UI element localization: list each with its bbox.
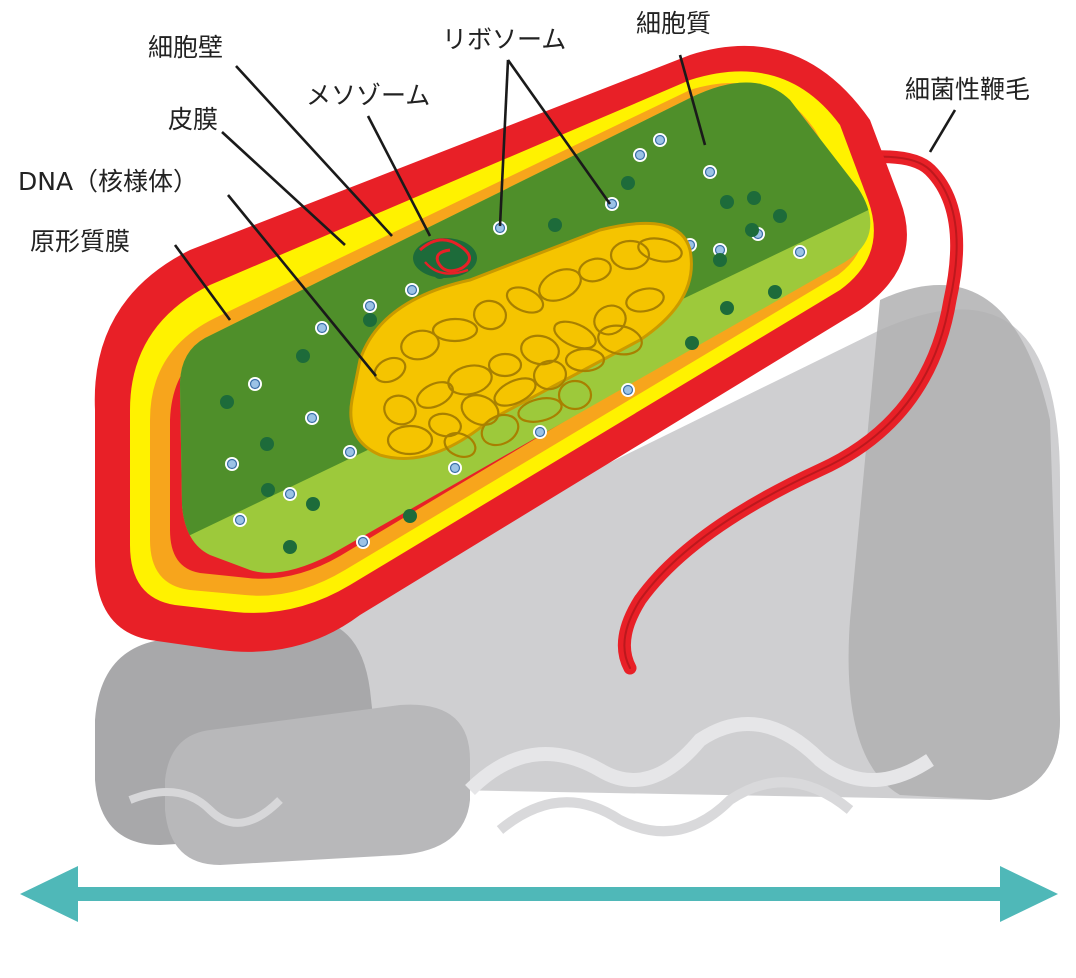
granule (720, 195, 734, 209)
granule (747, 191, 761, 205)
scale-arrow-head-left (20, 866, 78, 922)
ribosome-core (451, 464, 460, 473)
granule (768, 285, 782, 299)
granule (403, 509, 417, 523)
granule (720, 301, 734, 315)
ribosome-core (308, 414, 317, 423)
granule (363, 313, 377, 327)
scale-arrow-shaft (60, 887, 1020, 901)
label-capsule: 皮膜 (168, 105, 218, 134)
granule (621, 176, 635, 190)
ribosome-core (236, 516, 245, 525)
label-plasma-membrane: 原形質膜 (30, 227, 130, 256)
granule (260, 437, 274, 451)
label-cytoplasm: 細胞質 (636, 9, 711, 38)
label-flagellum: 細菌性鞭毛 (905, 75, 1030, 104)
mesosome-body (413, 238, 477, 278)
granule (261, 483, 275, 497)
ribosome-core (408, 286, 417, 295)
label-ribosome: リボソーム (442, 25, 566, 54)
ribosome-core (706, 168, 715, 177)
granule (685, 336, 699, 350)
ribosome-core (318, 324, 327, 333)
granule (713, 253, 727, 267)
ribosome-core (228, 460, 237, 469)
scale-arrow-head-right (1000, 866, 1058, 922)
double-headed-arrow-icon (20, 866, 1058, 922)
granule (296, 349, 310, 363)
label-cell-wall: 細胞壁 (148, 33, 223, 62)
granule (283, 540, 297, 554)
ribosome-core (286, 490, 295, 499)
ribosome-core (536, 428, 545, 437)
mesosome (413, 238, 477, 278)
ribosome-core (636, 151, 645, 160)
granule (773, 209, 787, 223)
granule (745, 223, 759, 237)
ribosome-core (366, 302, 375, 311)
ribosome-core (624, 386, 633, 395)
label-mesosome: メソゾーム (306, 81, 430, 110)
ribosome-core (251, 380, 260, 389)
granule (306, 497, 320, 511)
ribosome-core (346, 448, 355, 457)
leader-flagellum (930, 110, 955, 152)
label-dna: DNA（核様体） (18, 167, 198, 196)
granule (548, 218, 562, 232)
granule (220, 395, 234, 409)
ribosome-core (796, 248, 805, 257)
ribosome-core (359, 538, 368, 547)
shadow-cell-right (849, 285, 1060, 800)
ribosome-core (656, 136, 665, 145)
